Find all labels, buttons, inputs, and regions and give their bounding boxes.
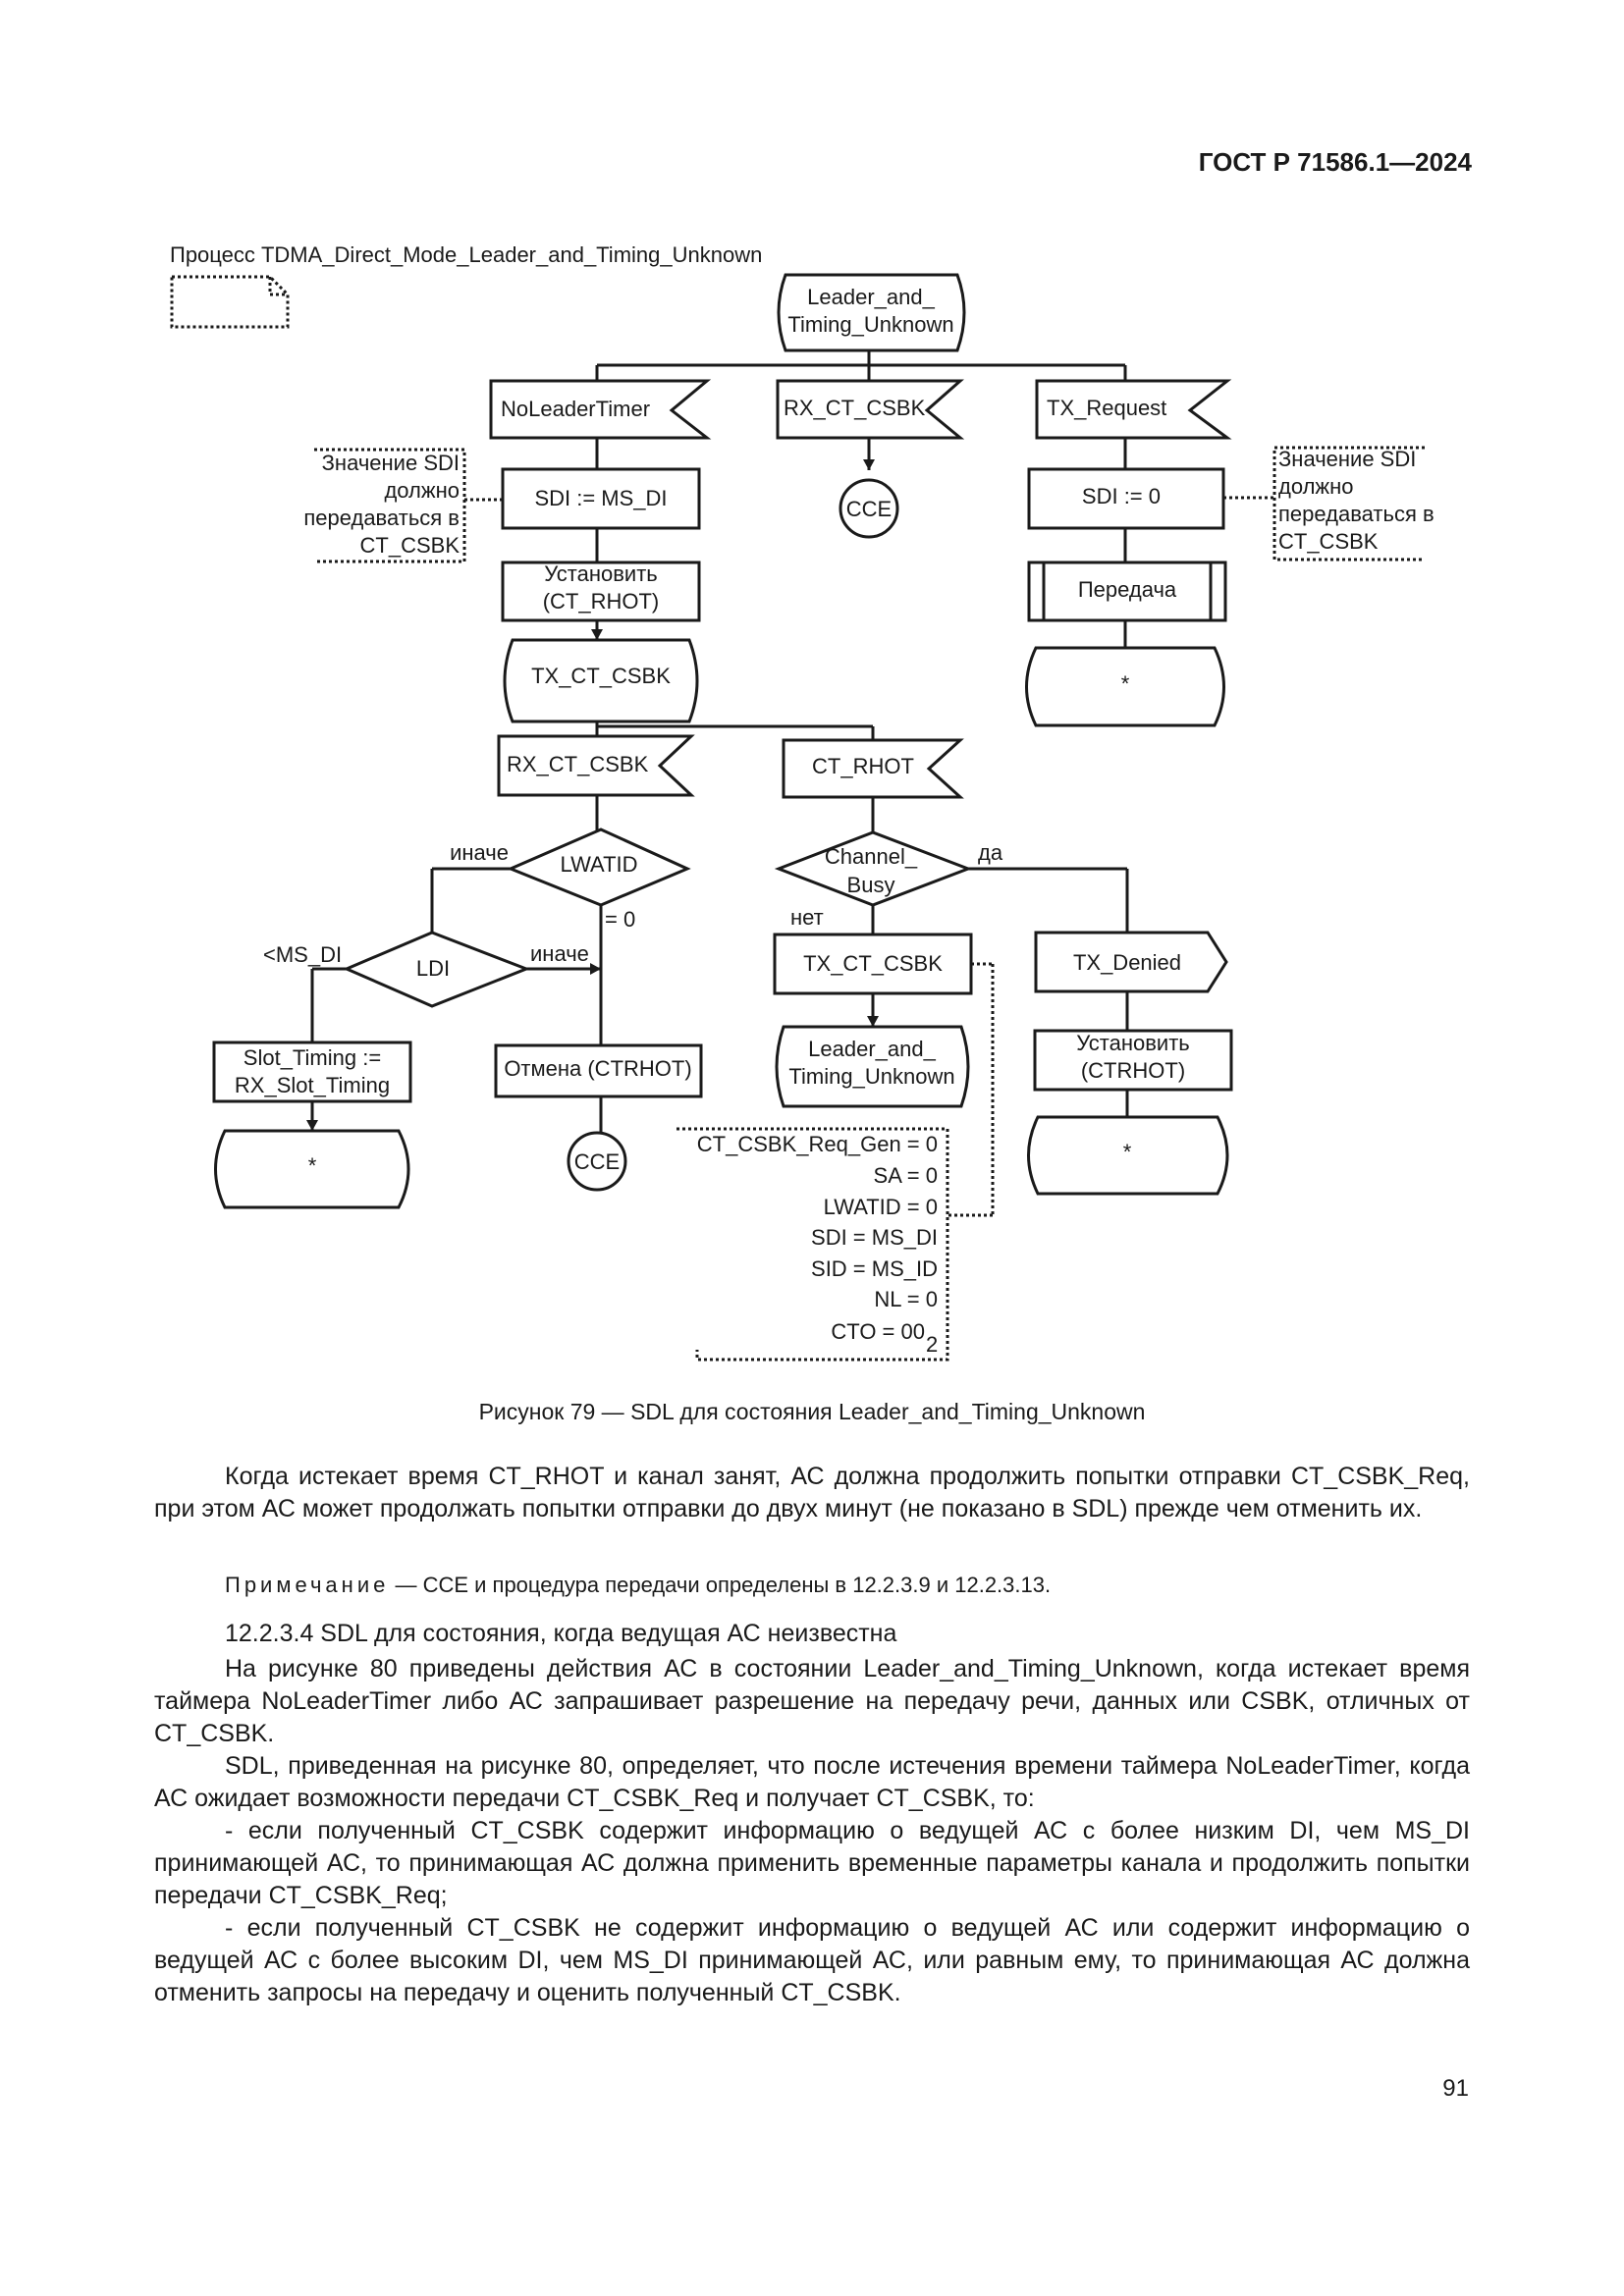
svg-text:SDI := 0: SDI := 0 — [1082, 484, 1161, 508]
output-tx-denied: TX_Denied — [1034, 931, 1228, 993]
note-label: Примечание — [225, 1573, 390, 1597]
svg-text:должно: должно — [384, 478, 460, 503]
svg-text:(CTRHOT): (CTRHOT) — [1081, 1058, 1185, 1083]
svg-text:передаваться в: передаваться в — [1278, 502, 1435, 526]
svg-text:Отмена (CTRHOT): Отмена (CTRHOT) — [504, 1056, 691, 1081]
sdl-diagram: Процесс TDMA_Direct_Mode_Leader_and_Timi… — [170, 242, 1435, 1362]
input-tx-request: TX_Request — [1035, 379, 1232, 440]
svg-text:SDI = MS_DI: SDI = MS_DI — [811, 1225, 938, 1250]
process-label: Процесс TDMA_Direct_Mode_Leader_and_Timi… — [170, 242, 762, 267]
svg-text:Timing_Unknown: Timing_Unknown — [787, 312, 953, 337]
page-number: 91 — [1442, 2075, 1469, 2102]
svg-text:Busy: Busy — [847, 873, 895, 897]
cce-connector-top: CCE — [839, 478, 899, 539]
paragraph-1-block: Когда истекает время CT_RHOT и канал зан… — [154, 1461, 1470, 1525]
svg-text:CCE: CCE — [846, 497, 892, 521]
decision-lwatid: LWATID — [507, 828, 691, 907]
svg-text:NoLeaderTimer: NoLeaderTimer — [501, 397, 650, 421]
svg-text:TX_Request: TX_Request — [1047, 396, 1166, 420]
svg-text:TX_Denied: TX_Denied — [1073, 950, 1181, 975]
task-sdi-ms-di: SDI := MS_DI — [501, 467, 701, 530]
svg-text:CT_CSBK: CT_CSBK — [1278, 529, 1379, 554]
svg-text:SA = 0: SA = 0 — [874, 1163, 938, 1188]
comment-params: CT_CSBK_Req_Gen = 0 SA = 0 LWATID = 0 SD… — [677, 1127, 949, 1362]
svg-text:NL = 0: NL = 0 — [874, 1287, 938, 1311]
input-rx-ct-csbk-top: RX_CT_CSBK — [776, 379, 965, 440]
task-set-ctrhot: Установить (CTRHOT) — [1033, 1029, 1233, 1092]
paragraph-4: - если полученный CT_CSBK содержит инфор… — [154, 1817, 1470, 1909]
state-tx-ct-csbk: TX_CT_CSBK — [503, 638, 699, 723]
svg-text:*: * — [1121, 671, 1130, 696]
svg-text:SID = MS_ID: SID = MS_ID — [811, 1256, 938, 1281]
label-less-ms-di: <MS_DI — [263, 942, 342, 967]
svg-text:RX_Slot_Timing: RX_Slot_Timing — [235, 1073, 390, 1097]
figure-caption: Рисунок 79 — SDL для состояния Leader_an… — [478, 1399, 1146, 1424]
start-state: Leader_and_ Timing_Unknown — [777, 273, 966, 352]
svg-text:TX_CT_CSBK: TX_CT_CSBK — [803, 951, 943, 976]
svg-text:Leader_and_: Leader_and_ — [808, 1037, 936, 1061]
svg-text:Установить: Установить — [544, 561, 657, 586]
label-eq-zero: = 0 — [605, 907, 635, 932]
input-rx-ct-csbk-mid: RX_CT_CSBK — [497, 734, 695, 797]
label-else-ldi: иначе — [530, 941, 589, 966]
svg-text:CCE: CCE — [574, 1149, 620, 1174]
output-tx-ct-csbk: TX_CT_CSBK — [773, 933, 973, 995]
svg-text:Значение SDI: Значение SDI — [1278, 447, 1416, 471]
svg-text:передаваться в: передаваться в — [303, 506, 460, 530]
input-noleadertimer: NoLeaderTimer — [489, 379, 712, 440]
svg-text:LWATID: LWATID — [560, 852, 637, 877]
label-no: нет — [790, 905, 824, 930]
paragraph-5: - если полученный CT_CSBK не содержит ин… — [154, 1914, 1470, 2006]
svg-text:Leader_and_: Leader_and_ — [807, 285, 935, 309]
paragraph-1: Когда истекает время CT_RHOT и канал зан… — [154, 1463, 1470, 1522]
svg-text:CT_RHOT: CT_RHOT — [812, 754, 914, 778]
svg-text:Установить: Установить — [1076, 1031, 1189, 1055]
svg-text:CT_CSBK: CT_CSBK — [360, 533, 460, 558]
note: Примечание — CCE и процедура передачи оп… — [225, 1573, 1051, 1598]
paragraph-2: На рисунке 80 приведены действия АС в со… — [154, 1655, 1470, 1747]
procedure-transfer: Передача — [1027, 561, 1227, 622]
svg-text:*: * — [308, 1153, 317, 1178]
svg-text:SDI := MS_DI: SDI := MS_DI — [534, 486, 667, 510]
svg-text:Channel_: Channel_ — [825, 844, 918, 869]
task-set-ct-rhot: Установить (CT_RHOT) — [501, 561, 701, 622]
flow-lines — [306, 350, 1129, 1134]
comment-sdi-right: Значение SDI должно передаваться в CT_CS… — [1223, 446, 1435, 561]
cce-connector-bottom: CCE — [567, 1131, 627, 1192]
state-star-left: * — [214, 1129, 410, 1209]
state-star-right-top: * — [1025, 646, 1225, 727]
svg-text:TX_CT_CSBK: TX_CT_CSBK — [531, 664, 671, 688]
label-else-lwatid: иначе — [450, 840, 509, 865]
svg-text:RX_CT_CSBK: RX_CT_CSBK — [784, 396, 926, 420]
input-ct-rhot: CT_RHOT — [782, 738, 964, 799]
decision-ldi: LDI — [343, 931, 531, 1008]
svg-text:RX_CT_CSBK: RX_CT_CSBK — [507, 752, 649, 776]
svg-text:Передача: Передача — [1078, 577, 1177, 602]
task-sdi-zero: SDI := 0 — [1027, 467, 1225, 530]
state-star-right-bottom: * — [1027, 1115, 1229, 1196]
svg-text:Slot_Timing :=: Slot_Timing := — [244, 1045, 381, 1070]
svg-text:CT_CSBK_Req_Gen = 0: CT_CSBK_Req_Gen = 0 — [697, 1132, 938, 1156]
svg-text:2: 2 — [926, 1332, 938, 1357]
svg-text:должно: должно — [1278, 474, 1354, 499]
svg-text:(CT_RHOT): (CT_RHOT) — [543, 589, 660, 614]
section-heading: 12.2.3.4 SDL для состояния, когда ведуща… — [225, 1620, 897, 1647]
comment-sdi-left: Значение SDI должно передаваться в CT_CS… — [303, 448, 503, 563]
svg-text:Timing_Unknown: Timing_Unknown — [788, 1064, 954, 1089]
svg-text:*: * — [1123, 1140, 1132, 1164]
process-symbol — [170, 275, 290, 329]
svg-text:CTO = 00: CTO = 00 — [831, 1319, 925, 1344]
task-slot-timing: Slot_Timing := RX_Slot_Timing — [212, 1041, 412, 1103]
svg-text:Значение SDI: Значение SDI — [322, 451, 460, 475]
label-yes: да — [978, 840, 1003, 865]
paragraphs-block: На рисунке 80 приведены действия АС в со… — [154, 1653, 1470, 2009]
svg-text:LWATID = 0: LWATID = 0 — [824, 1195, 938, 1219]
state-leader-timing-bottom: Leader_and_ Timing_Unknown — [775, 1025, 970, 1108]
task-cancel-ctrhot: Отмена (CTRHOT) — [494, 1043, 703, 1098]
paragraph-3: SDL, приведенная на рисунке 80, определя… — [154, 1752, 1470, 1812]
decision-channel-busy: Channel_ Busy — [774, 830, 973, 907]
svg-text:LDI: LDI — [416, 956, 450, 981]
note-text: — CCE и процедура передачи определены в … — [389, 1573, 1052, 1597]
standard-designation: ГОСТ Р 71586.1—2024 — [1198, 147, 1472, 177]
